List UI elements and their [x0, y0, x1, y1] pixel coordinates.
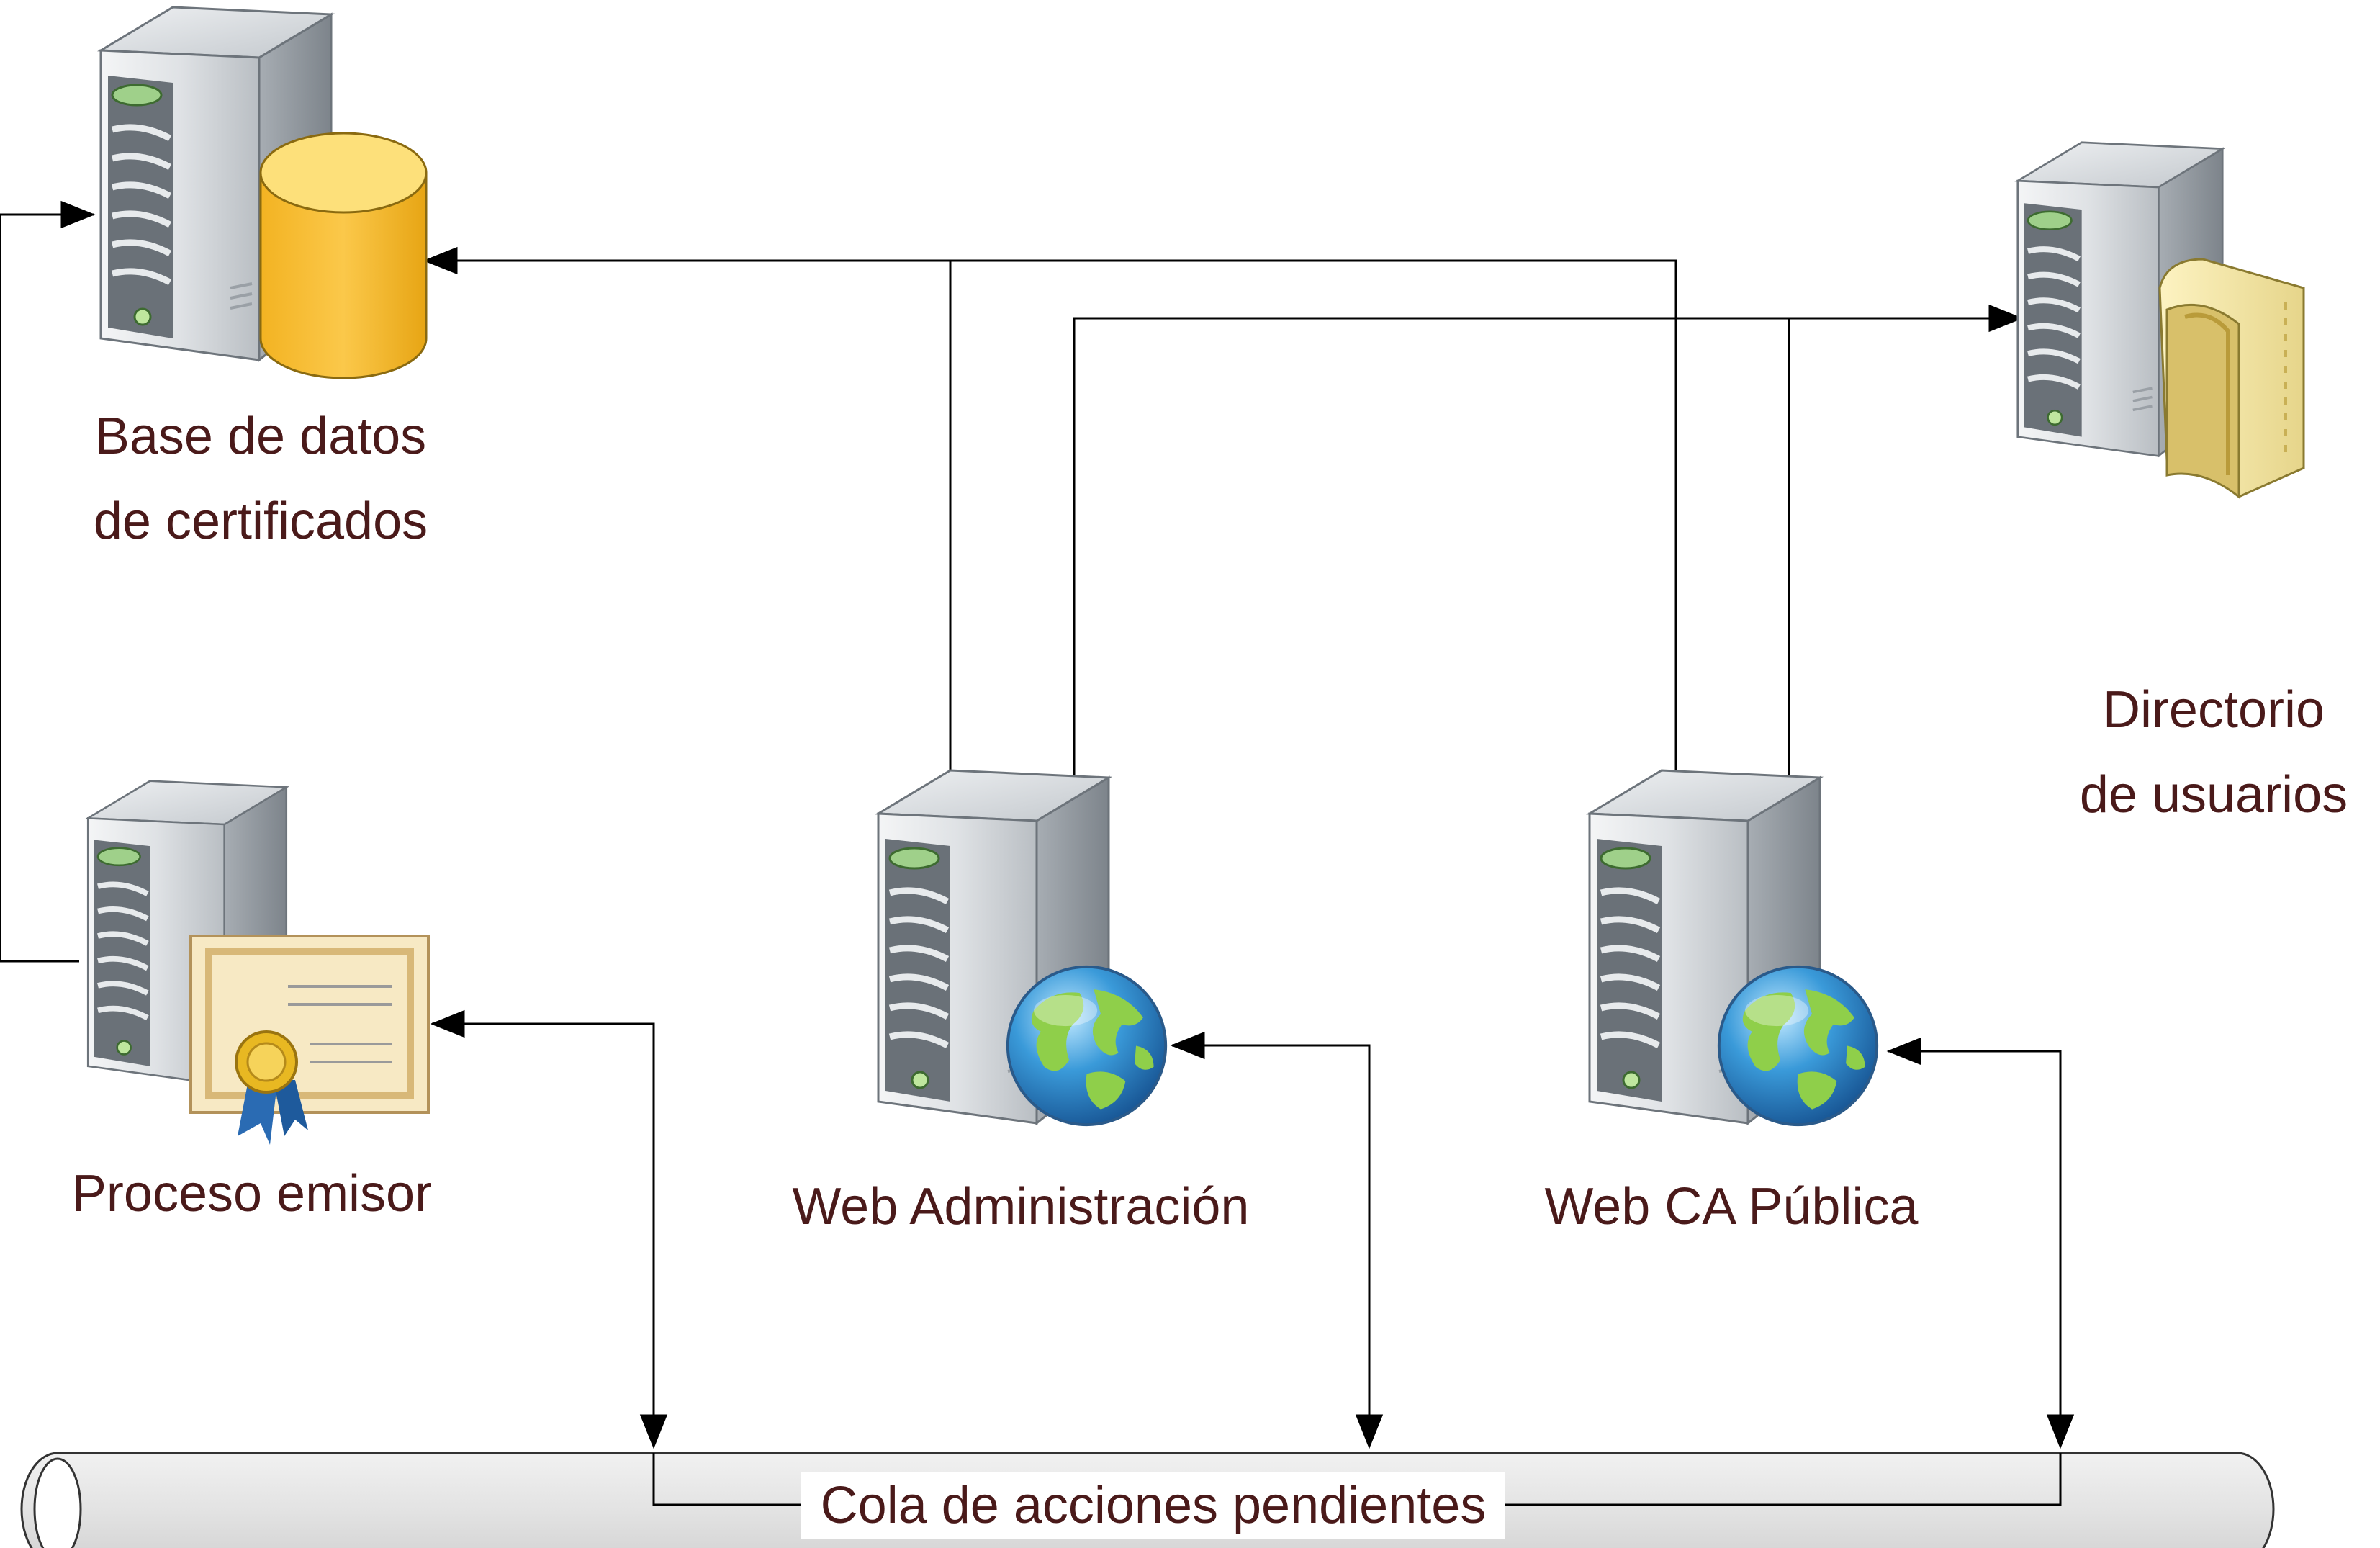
web-admin-label: Web Administración — [793, 1178, 1250, 1236]
connectors — [0, 200, 2075, 1449]
issuer-server: Proceso emisor — [72, 781, 432, 1223]
globe-icon — [1006, 965, 1168, 1127]
web-ca-label: Web CA Pública — [1545, 1178, 1919, 1236]
connector-issuer-to-database — [0, 200, 96, 963]
globe-icon — [1717, 965, 1879, 1127]
queue-pipe: Cola de acciones pendientes — [20, 1452, 2275, 1548]
directory-book-icon — [2158, 258, 2305, 500]
web-ca-server: Web CA Pública — [1545, 770, 1919, 1236]
connector-web-admin-queue — [1170, 1031, 1384, 1449]
connector-web-ca-queue — [1886, 1037, 2075, 1449]
issuer-label: Proceso emisor — [72, 1165, 432, 1223]
web-admin-server: Web Administración — [793, 770, 1250, 1236]
directory-label-line2: de usuarios — [2080, 766, 2348, 824]
connector-web-admin-to-database — [423, 246, 952, 799]
database-label-line1: Base de datos — [95, 408, 426, 465]
queue-label: Cola de acciones pendientes — [821, 1477, 1487, 1534]
database-cylinder-icon — [259, 132, 428, 379]
connector-issuer-queue — [430, 1009, 668, 1449]
database-label-line2: de certificados — [94, 492, 428, 550]
queue-label-background — [801, 1472, 1505, 1539]
connector-web-admin-to-directory — [1073, 304, 2024, 796]
certificate-icon — [189, 935, 430, 1145]
connector-web-ca-to-database — [950, 259, 1677, 814]
database-server: Base de datos de certificados — [94, 7, 428, 550]
directory-server: Directorio de usuarios — [2018, 143, 2348, 824]
directory-label-line1: Directorio — [2103, 681, 2325, 739]
queue-inner-connector — [652, 1453, 2062, 1506]
